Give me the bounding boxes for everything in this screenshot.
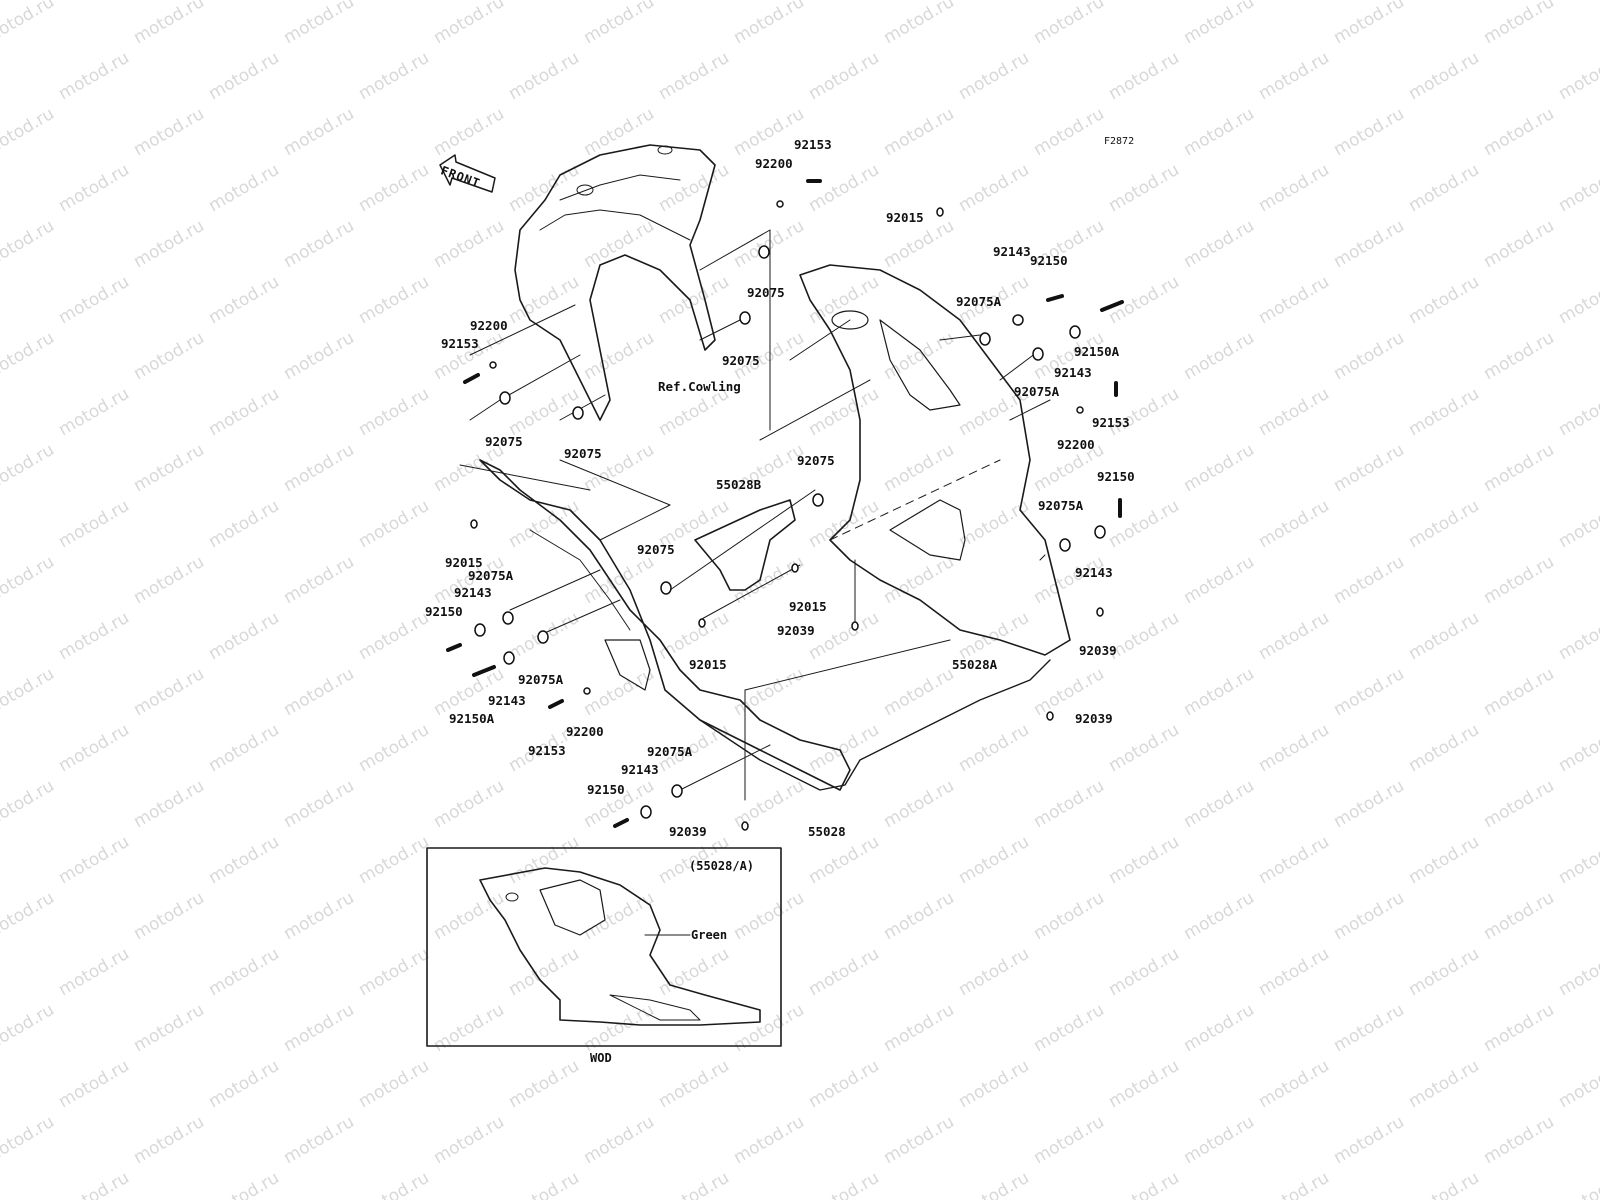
inner-panel-shape (694, 499, 796, 591)
part-label: 92143 (1054, 365, 1092, 380)
part-label: 92075 (747, 285, 785, 300)
part-label: 92150 (425, 604, 463, 619)
part-label: 55028A (952, 657, 998, 672)
part-label: 92153 (441, 336, 479, 351)
part-label: 92150A (1074, 344, 1120, 359)
inset-fairing-shape (479, 867, 761, 1026)
part-label: 92075A (1014, 384, 1060, 399)
part-label: 92200 (566, 724, 604, 739)
inset-caption: WOD (590, 1051, 612, 1065)
part-label: 55028B (716, 477, 762, 492)
part-label: 92075 (722, 353, 760, 368)
part-label: 92200 (1057, 437, 1095, 452)
part-label: 92143 (621, 762, 659, 777)
part-label: 92015 (789, 599, 827, 614)
part-label: 92075A (518, 672, 564, 687)
part-label: 92200 (755, 156, 793, 171)
part-label: 92075 (797, 453, 835, 468)
part-label: 92039 (669, 824, 707, 839)
part-label: 92075A (468, 568, 514, 583)
part-label: 92039 (777, 623, 815, 638)
part-label: 92153 (794, 137, 832, 152)
right-fairing-shape (799, 264, 1071, 656)
ref-cowling-label: Ref.Cowling (658, 379, 741, 394)
part-label: 92143 (488, 693, 526, 708)
part-label: 92150 (1030, 253, 1068, 268)
part-label: 92150A (449, 711, 495, 726)
part-label: 92075A (956, 294, 1002, 309)
part-label: 55028 (808, 824, 846, 839)
part-label: 92143 (1075, 565, 1113, 580)
left-fairing-shape (479, 459, 851, 791)
part-label: 92039 (1075, 711, 1113, 726)
part-label: 92150 (1097, 469, 1135, 484)
part-label: 92143 (454, 585, 492, 600)
part-label: 92150 (587, 782, 625, 797)
part-label: 92075 (485, 434, 523, 449)
part-label: 92153 (1092, 415, 1130, 430)
inset-color-note: Green (691, 928, 728, 942)
part-label: 92075A (647, 744, 693, 759)
inset-frame (426, 847, 782, 1047)
diagram-code: F2872 (1104, 136, 1135, 147)
part-label: 92039 (1079, 643, 1117, 658)
part-label: 92200 (470, 318, 508, 333)
part-label: 92075 (637, 542, 675, 557)
upper-cowling-shape (514, 144, 716, 421)
part-label: 92153 (528, 743, 566, 758)
front-arrow (439, 154, 496, 193)
inset-title: (55028/A) (689, 859, 755, 873)
part-label: 92015 (445, 555, 483, 570)
part-label: 92075 (564, 446, 602, 461)
part-label: 92015 (689, 657, 727, 672)
part-label: 92143 (993, 244, 1031, 259)
part-label: 92015 (886, 210, 924, 225)
part-label: 92075A (1038, 498, 1084, 513)
